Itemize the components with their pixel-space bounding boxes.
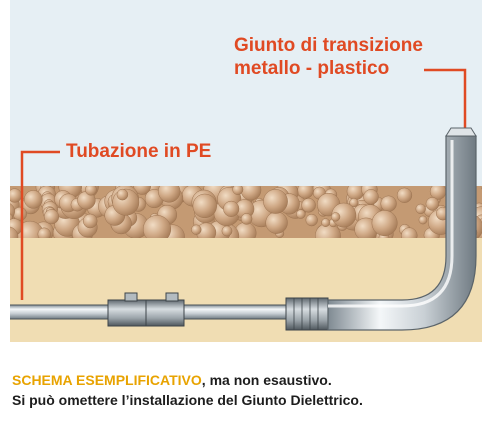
- transition-joint-label-line2: metallo - plastico: [234, 58, 390, 79]
- leader-line-pipe: [20, 150, 60, 300]
- transition-joint-label-line1: Giunto di transizione: [234, 35, 423, 56]
- metal-pipe: [327, 127, 477, 331]
- caption-highlight: SCHEMA ESEMPLIFICATIVO: [12, 372, 202, 388]
- diagram-illustration: [10, 68, 482, 342]
- installation-diagram: Giunto di transizione metallo - plastico…: [10, 0, 482, 342]
- caption-line-1-rest: , ma non esaustivo.: [201, 372, 332, 388]
- pe-pipe-label: Tubazione in PE: [66, 141, 212, 162]
- caption-line-1: SCHEMA ESEMPLIFICATIVO, ma non esaustivo…: [12, 370, 482, 390]
- electrofusion-coupling: [107, 292, 185, 327]
- transition-joint: [285, 297, 329, 331]
- gravel-pebbles: [10, 186, 482, 238]
- caption: SCHEMA ESEMPLIFICATIVO, ma non esaustivo…: [10, 342, 482, 432]
- transition-joint-label: Giunto di transizione metallo - plastico: [234, 34, 423, 80]
- caption-line-2: Si può omettere l’installazione del Giun…: [12, 392, 363, 408]
